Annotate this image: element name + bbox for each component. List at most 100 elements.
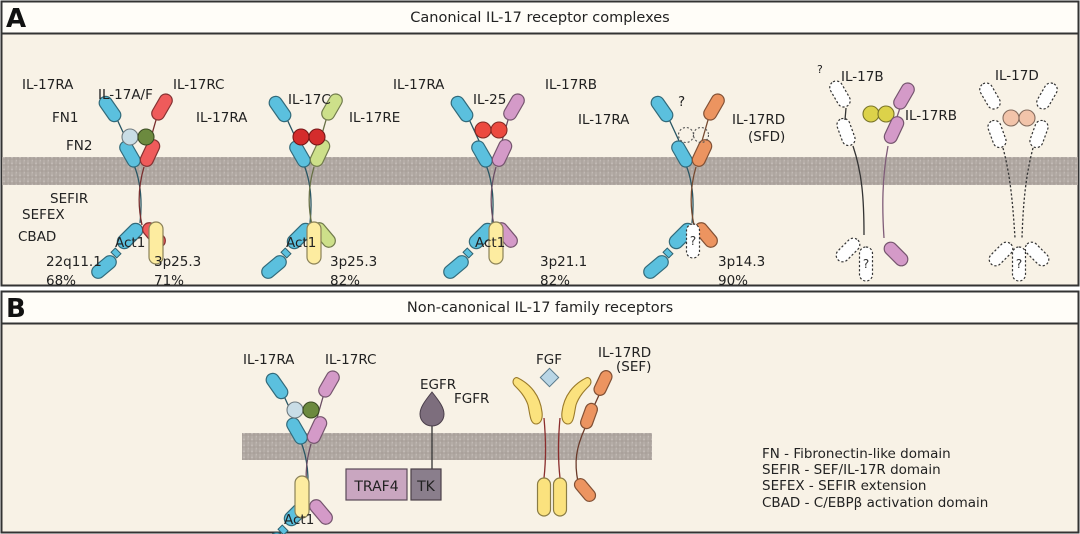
legend-item: CBAD - C/EBPβ activation domain [762, 495, 988, 511]
il17ra-receptor [261, 95, 314, 279]
pct-1: 68% [46, 273, 76, 289]
fgfr-ectodomain-right [561, 377, 592, 425]
unknown-ligand [692, 126, 710, 144]
egfr-receptor [419, 391, 445, 470]
panel-a-header [0, 0, 1080, 35]
il17rb-fn1 [893, 82, 915, 110]
act1-adaptor [488, 221, 504, 265]
il17ra-receptor [443, 95, 496, 279]
fn1-domain [703, 93, 725, 121]
unknown-receptor-fn1 [1036, 82, 1058, 110]
fgfr-ectodomain-left [512, 377, 543, 425]
pct-2: 71% [154, 273, 184, 289]
locus-1: 22q11.1 [46, 254, 102, 270]
sefex-domain [662, 247, 674, 259]
il17a-ligand [286, 401, 304, 419]
fn2-domain [306, 416, 328, 444]
unknown-receptor-fn2 [987, 119, 1007, 149]
pct-3: 82% [330, 273, 360, 289]
il17c-ligand [292, 128, 310, 146]
label-il17ra-1: IL-17RA [22, 77, 74, 93]
fn1-domain [265, 372, 289, 400]
complex-il17af [91, 93, 173, 279]
il25-ligand [490, 121, 508, 139]
label-sefir: SEFIR [50, 191, 88, 207]
unknown-receptor-stalk [1002, 147, 1016, 239]
il17f-ligand [137, 128, 155, 146]
il17ra-receptor [91, 95, 144, 279]
cbad-domain [443, 255, 469, 279]
intracellular-domain [694, 222, 718, 248]
il17a-ligand [121, 128, 139, 146]
label-il17rb-5: IL-17RB [905, 108, 957, 124]
label-il17ra-3: IL-17RA [393, 77, 445, 93]
panel-b-letter: B [6, 294, 26, 324]
panel-a-letter: A [6, 4, 26, 34]
label-cbad: CBAD [18, 229, 56, 245]
unknown-adaptor-label: ? [863, 257, 869, 271]
label-q-4: ? [678, 94, 685, 110]
label-b-il17rd: IL-17RD [598, 345, 651, 361]
unknown-receptor-fn1 [829, 80, 851, 108]
label-b-il17rc: IL-17RC [325, 352, 376, 368]
unknown-receptor-intracellular [1024, 241, 1050, 267]
cbad-domain [261, 255, 287, 279]
fn2-domain [309, 139, 331, 167]
complex-il17rd: ? [643, 93, 725, 279]
fgfr-stalk [543, 417, 547, 479]
tk-box: TK [410, 468, 442, 501]
sefex-domain [277, 524, 289, 534]
label-b-il17ra: IL-17RA [243, 352, 295, 368]
label-il17rb-3: IL-17RB [545, 77, 597, 93]
fn1-domain [268, 95, 292, 123]
complex-il17c [261, 93, 343, 279]
unknown-receptor-fn2 [1029, 119, 1049, 149]
sefex-domain [462, 247, 474, 259]
unknown-receptor-fn2 [836, 117, 856, 147]
il17rc-receptor [305, 370, 340, 525]
label-il17ra-4: IL-17RA [578, 112, 630, 128]
il17b-ligand [877, 105, 895, 123]
il25-ligand [474, 121, 492, 139]
fn2-domain [471, 140, 493, 168]
label-fn1: FN1 [52, 110, 78, 126]
label-il17af: IL-17A/F [98, 87, 153, 103]
label-sfd: (SFD) [748, 129, 785, 145]
unknown-receptor-intracellular [835, 237, 861, 263]
pct-5: 90% [718, 273, 748, 289]
fn1-domain [98, 95, 122, 123]
unknown-adaptor [685, 223, 701, 259]
tk-label: TK [416, 479, 436, 495]
panel-b: B Non-canonical IL-17 family receptors I… [0, 290, 1080, 534]
legend-item: SEFEX - SEFIR extension [762, 478, 926, 494]
fgfr-complex [512, 367, 592, 517]
fn2-domain [289, 140, 311, 168]
label-b-sef: (SEF) [616, 359, 651, 375]
il17rb-intracellular [883, 241, 909, 267]
sefir-domain [116, 222, 144, 250]
label-act1-3: Act1 [475, 235, 505, 251]
label-il25: IL-25 [473, 92, 506, 108]
label-fgfr: FGFR [454, 391, 489, 407]
il17rd-sef-receptor [573, 370, 613, 502]
fn1-domain [318, 370, 340, 398]
traf4-box: TRAF4 [345, 468, 408, 501]
fn2-domain [286, 417, 308, 445]
pct-4: 82% [540, 273, 570, 289]
legend-item: FN - Fibronectin-like domain [762, 446, 951, 462]
il17d-ligand [1002, 109, 1020, 127]
fn2-domain [691, 139, 713, 167]
locus-2: 3p25.3 [154, 254, 201, 270]
unknown-adaptor [1011, 246, 1027, 282]
label-act1-1: Act1 [115, 235, 145, 251]
unknown-receptor-fn1 [979, 82, 1001, 110]
unknown-adaptor [858, 246, 874, 282]
il17rb-fn2 [883, 116, 905, 144]
legend-item: SEFIR - SEF/IL-17R domain [762, 462, 941, 478]
label-egfr: EGFR [420, 377, 456, 393]
fn2-domain [139, 139, 161, 167]
locus-4: 3p21.1 [540, 254, 587, 270]
il17rd-receptor [690, 93, 725, 248]
label-fgf: FGF [536, 352, 562, 368]
il17b-ligand [862, 105, 880, 123]
